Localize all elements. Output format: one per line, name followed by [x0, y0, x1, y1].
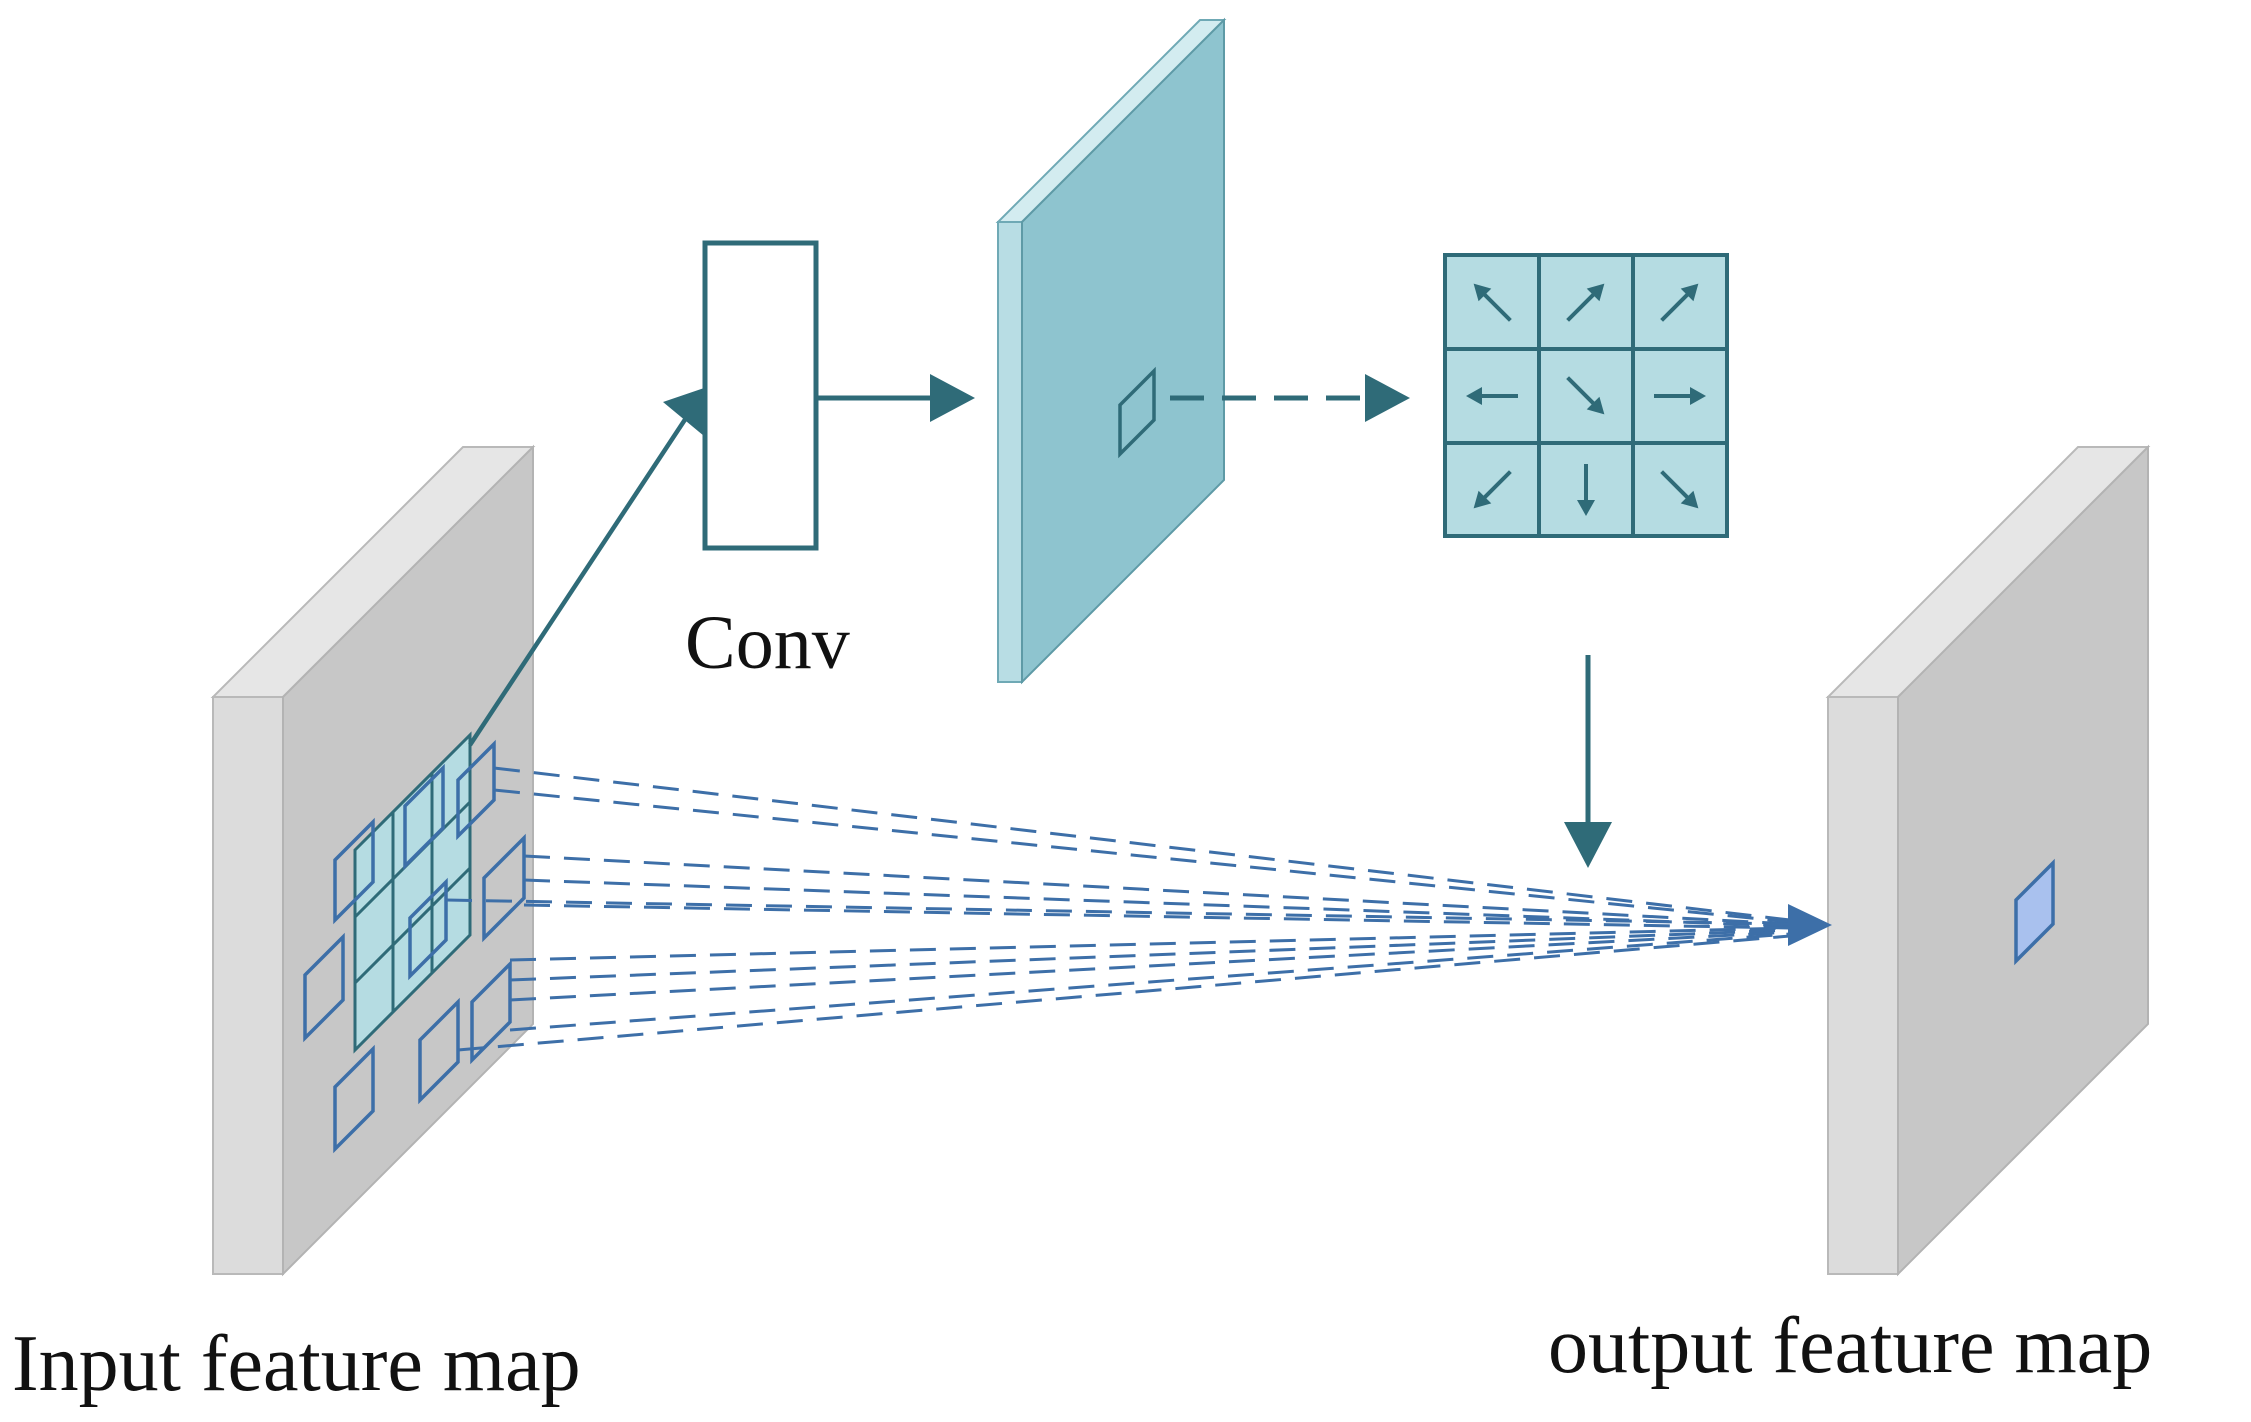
- kernel-to-output-arrowhead: [1564, 822, 1612, 868]
- input-to-conv-arrowhead: [663, 386, 710, 436]
- output-feature-map-label: output feature map: [1548, 1302, 2152, 1390]
- offset-arrow-right: [1654, 387, 1706, 405]
- offset-arrow-down-right: [1660, 470, 1699, 509]
- conv-label: Conv: [685, 601, 850, 685]
- input-to-conv-arrow: [468, 410, 692, 747]
- offset-field-to-kernel-arrowhead: [1365, 374, 1410, 422]
- offset-arrow-up-left: [1473, 283, 1512, 322]
- offset-arrow-up-right: [1566, 283, 1605, 322]
- offset-kernel-arrows: [1466, 283, 1706, 516]
- offset-arrow-down: [1577, 464, 1595, 516]
- output-pixel: [2014, 858, 2055, 966]
- output-feature-map: [1825, 444, 2151, 1277]
- sampling-connection-lines: [445, 766, 1791, 1052]
- offset-arrow-up-right: [1660, 283, 1699, 322]
- input-feature-map-label: Input feature map: [12, 1320, 581, 1408]
- output-arrowhead: [1788, 904, 1832, 946]
- deformed-sampling-locations: [303, 739, 526, 1154]
- offset-field: [995, 17, 1227, 685]
- offset-arrow-down-left: [1473, 470, 1512, 509]
- offset-arrow-down-right: [1566, 376, 1605, 415]
- conv-block: [702, 240, 819, 551]
- offset-field-location: [1118, 366, 1156, 459]
- input-feature-map: [210, 444, 536, 1277]
- offset-arrow-left: [1466, 387, 1518, 405]
- conv-to-offset-field-arrowhead: [930, 374, 975, 422]
